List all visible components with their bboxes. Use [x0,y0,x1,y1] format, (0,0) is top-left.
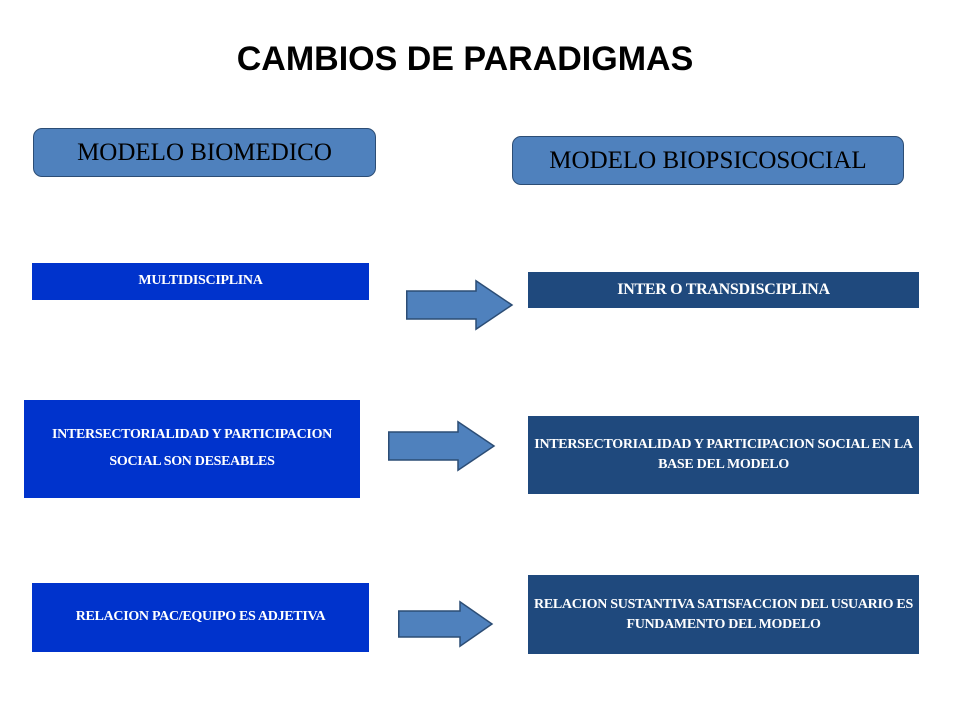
item-text: INTERSECTORIALIDAD Y PARTICIPACION SOCIA… [534,437,913,472]
biomedical-item-relacion: RELACION PAC/EQUIPO ES ADJETIVA [32,583,369,652]
right-arrow-icon [388,420,496,472]
biomedical-item-multidisciplina: MULTIDISCIPLINA [32,263,369,300]
item-text: INTERSECTORIALIDAD Y PARTICIPACION SOCIA… [52,427,332,469]
item-text: RELACION SUSTANTIVA SATISFACCION DEL USU… [534,596,913,632]
item-text: MULTIDISCIPLINA [138,273,263,289]
item-text: INTER O TRANSDISCIPLINA [617,280,830,298]
biopsychosocial-model-label: MODELO BIOPSICOSOCIAL [549,146,867,174]
biomedical-model-header: MODELO BIOMEDICO [33,128,376,177]
biomedical-item-intersectorialidad: INTERSECTORIALIDAD Y PARTICIPACION SOCIA… [24,400,360,498]
right-arrow-icon [406,279,514,331]
item-text: RELACION PAC/EQUIPO ES ADJETIVA [75,609,326,625]
page-title: CAMBIOS DE PARADIGMAS [236,40,694,78]
biopsychosocial-item-transdisciplina: INTER O TRANSDISCIPLINA [528,272,919,308]
biopsychosocial-model-header: MODELO BIOPSICOSOCIAL [512,136,904,185]
biomedical-model-label: MODELO BIOMEDICO [77,138,332,166]
right-arrow-icon [398,600,494,648]
biopsychosocial-item-relacion: RELACION SUSTANTIVA SATISFACCION DEL USU… [528,575,919,654]
biopsychosocial-item-intersectorialidad: INTERSECTORIALIDAD Y PARTICIPACION SOCIA… [528,416,919,494]
